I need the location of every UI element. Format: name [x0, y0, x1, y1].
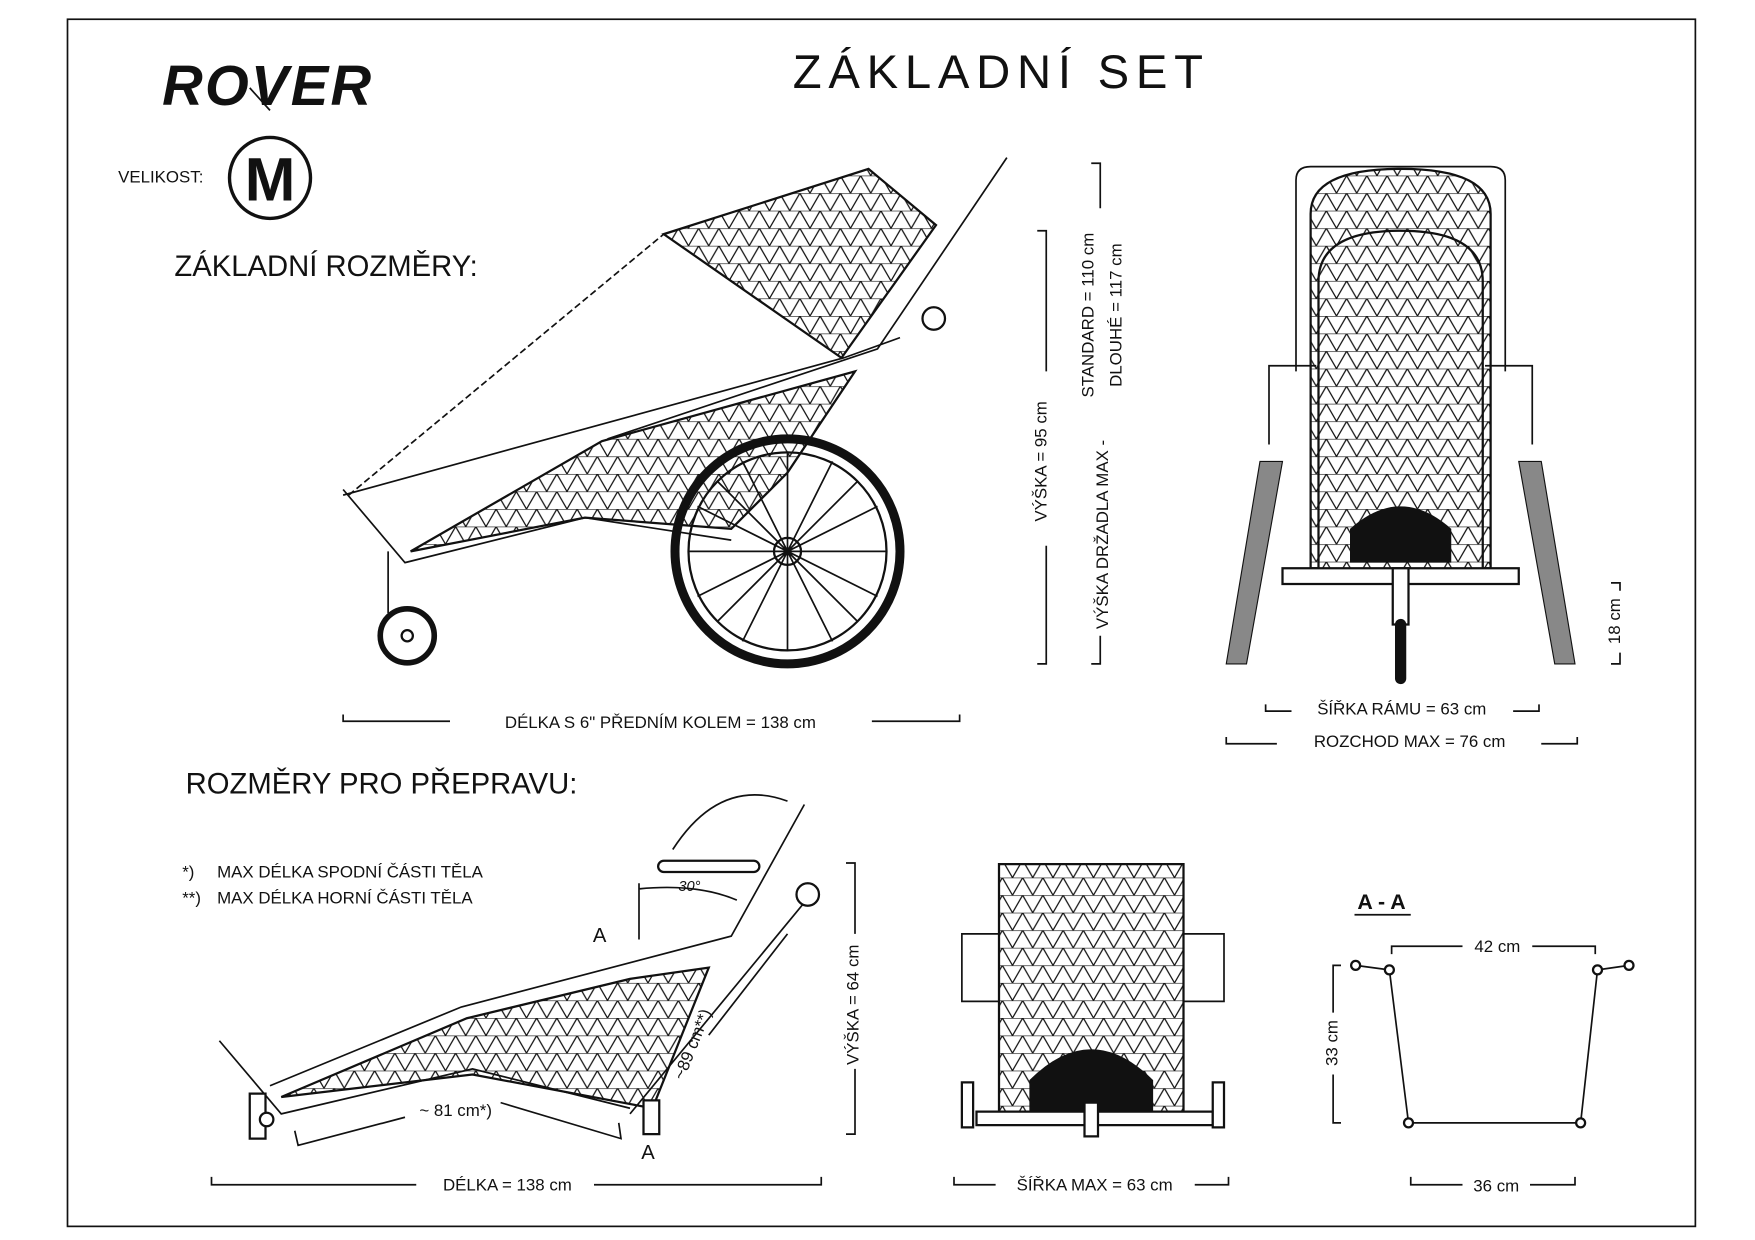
note-text-1: MAX DÉLKA SPODNÍ ČÁSTI TĚLA [217, 863, 484, 882]
side-view-drawing [342, 157, 1008, 669]
size-value: M [245, 145, 296, 213]
transport-side-drawing [218, 794, 821, 1140]
drawing-frame [66, 18, 1697, 1228]
angle-label: 30° [678, 879, 700, 895]
note-text-2: MAX DÉLKA HORNÍ ČÁSTI TĚLA [217, 889, 473, 908]
section-title: A - A [1357, 890, 1405, 914]
length-dimension-line [342, 714, 961, 723]
handle-height-label: VÝŠKA DRŽADLA MAX - [1093, 440, 1112, 629]
section-top-width-line [1390, 945, 1597, 955]
note-mark-1: *) [182, 863, 194, 882]
lower-length-dimension-line [293, 1101, 623, 1147]
lower-length-label: ~ 81 cm*) [419, 1101, 492, 1120]
rover-logo: ROVER [162, 54, 371, 117]
section-height-label: 33 cm [1323, 1020, 1342, 1066]
basic-dimensions-heading: ZÁKLADNÍ ROZMĚRY: [174, 250, 477, 283]
basic-length-label: DÉLKA S 6" PŘEDNÍM KOLEM = 138 cm [505, 713, 816, 732]
size-badge [227, 135, 313, 221]
track-width-dimension-line [1225, 737, 1579, 745]
handle-long-label: DLOUHÉ = 117 cm [1107, 243, 1126, 387]
section-bottom-width-line [1409, 1176, 1576, 1186]
transport-width-dimension-line [953, 1176, 1230, 1186]
transport-dimensions-heading: ROZMĚRY PRO PŘEPRAVU: [186, 767, 578, 800]
transport-height-dimension-line [846, 862, 856, 1135]
frame-width-label: ŠÍŘKA RÁMU = 63 cm [1317, 700, 1486, 719]
handle-standard-label: STANDARD = 110 cm [1079, 233, 1098, 398]
section-top-width-label: 42 cm [1474, 937, 1520, 956]
clearance-dimension-line [1611, 582, 1621, 665]
transport-length-dimension-line [210, 1176, 823, 1186]
frame-width-dimension-line [1264, 704, 1540, 712]
section-height-line [1332, 964, 1341, 1124]
transport-front-drawing [960, 863, 1226, 1138]
clearance-label: 18 cm [1605, 598, 1624, 644]
height-dimension-line [1037, 229, 1048, 665]
front-view-drawing [1225, 165, 1576, 685]
note-mark-2: **) [182, 889, 201, 908]
page-title: ZÁKLADNÍ SET [793, 46, 1210, 99]
section-mark-bottom: A [641, 1142, 655, 1164]
transport-length-label: DÉLKA = 138 cm [443, 1175, 572, 1194]
handle-height-dimension-line [1091, 162, 1102, 665]
transport-height-label: VÝŠKA = 64 cm [843, 945, 862, 1065]
section-mark-top: A [593, 925, 607, 947]
transport-width-label: ŠÍŘKA MAX = 63 cm [1017, 1175, 1173, 1194]
track-width-label: ROZCHOD MAX = 76 cm [1314, 732, 1506, 751]
section-bottom-width-label: 36 cm [1473, 1177, 1519, 1196]
size-label: VELIKOST: [118, 167, 203, 186]
section-profile-drawing [1350, 959, 1635, 1129]
basic-height-label: VÝŠKA = 95 cm [1031, 401, 1050, 521]
